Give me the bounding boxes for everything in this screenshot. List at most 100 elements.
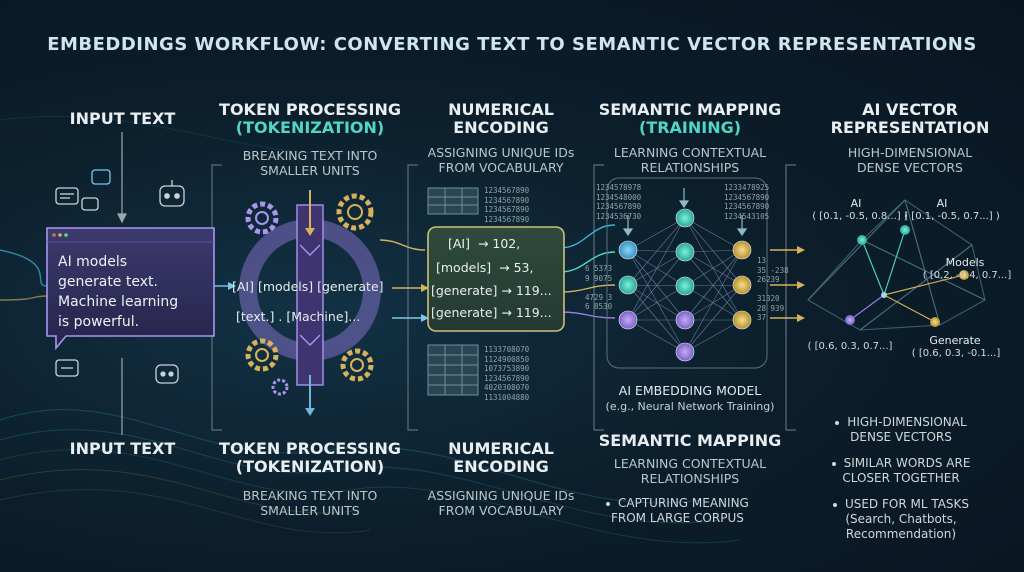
nn-edge [684, 217, 743, 321]
nn-edge [627, 249, 686, 321]
desc-line: ASSIGNING UNIQUE IDs [427, 488, 575, 503]
nn-edge [684, 249, 743, 321]
model-label: AI EMBEDDING MODEL [618, 383, 762, 398]
semantic-heading-top: SEMANTIC MAPPING [598, 100, 782, 119]
bullet-dot [832, 502, 837, 507]
token-label: [models] [436, 260, 492, 275]
semantic-numbers: 13 35 -238 26239 31320 28 939 37 [757, 256, 789, 322]
vector-points [845, 225, 969, 327]
token-line: [AI] [models] [generate] [232, 279, 384, 294]
nn-edge [627, 249, 686, 353]
semantic-heading-bottom: SEMANTIC MAPPING [598, 431, 782, 450]
bullet-text: HIGH-DIMENSIONAL [847, 415, 967, 429]
model-input-arrows [622, 188, 748, 237]
input-text-panel [46, 227, 215, 351]
model-sublabel: (e.g., Neural Network Training) [605, 400, 775, 413]
token-heading-bottom: TOKEN PROCESSING [219, 439, 401, 458]
input-line: is powerful. [58, 314, 140, 330]
vector-point-label: AI [850, 197, 862, 210]
desc-line: BREAKING TEXT INTO [242, 148, 378, 163]
nn-edge [627, 285, 686, 321]
bullet-dot [831, 461, 836, 466]
vocab-table [427, 187, 479, 396]
vector-point-label: AI [936, 197, 948, 210]
token-desc-bottom: BREAKING TEXT INTO SMALLER UNITS [212, 488, 408, 518]
input-heading-bottom: INPUT TEXT [69, 439, 176, 458]
nn-edge [627, 284, 686, 353]
nn-edge [684, 284, 743, 287]
tokenizer-graphic [239, 190, 381, 416]
encoding-row: [generate] → 119... [431, 305, 552, 320]
nn-edge [684, 251, 743, 321]
nn-node [675, 242, 695, 262]
nn-edge [684, 217, 743, 251]
encoding-desc-top: ASSIGNING UNIQUE IDs FROM VOCABULARY [408, 145, 594, 175]
token-heading-top: TOKEN PROCESSING [219, 100, 401, 119]
vector-bullet: USED FOR ML TASKS (Search, Chatbots, Rec… [816, 497, 986, 542]
nn-edge [627, 249, 686, 287]
vector-point-value: ( [0.1, -0.5, 0.7...] ) [904, 211, 1000, 222]
nn-edge [684, 249, 743, 353]
nn-edge [684, 251, 743, 286]
semantic-numbers: 1234578978 1234548000 1234567890 1234536… [596, 183, 642, 221]
bullet-dot [835, 420, 840, 425]
token-id: 102, [492, 236, 521, 251]
token-label: [AI] [448, 236, 470, 251]
nn-edge [684, 249, 743, 253]
encoding-numbers-top: 1234567890 1234567890 1234567890 1234567… [484, 186, 530, 224]
input-text-content: AI models generate text. Machine learnin… [58, 252, 198, 332]
gear-icon [245, 193, 374, 396]
bullet-text: Recommendation) [845, 527, 957, 541]
desc-line: FROM VOCABULARY [438, 503, 564, 518]
semantic-numbers: 6 5373 9 9075 4729 3 6 8530 [585, 264, 613, 311]
neural-nodes [618, 208, 752, 362]
desc-line: ASSIGNING UNIQUE IDs [427, 145, 575, 160]
vector-heading: AI VECTOR [862, 100, 958, 119]
bullet-text: FROM LARGE CORPUS [610, 511, 744, 525]
desc-line: BREAKING TEXT INTO [242, 488, 378, 503]
nn-edge [684, 285, 743, 321]
nn-edge [684, 284, 743, 353]
bullet-text: USED FOR ML TASKS [844, 497, 970, 511]
nn-edge [684, 217, 743, 286]
bullet-text: CLOSER TOGETHER [842, 471, 960, 485]
vector-desc: HIGH-DIMENSIONAL DENSE VECTORS [796, 145, 1024, 175]
nn-node [618, 310, 638, 330]
vector-point-value: ( [0.1, -0.5, 0.8...] ) [812, 211, 908, 222]
nn-edge [684, 319, 743, 353]
nn-edge [627, 217, 686, 251]
vector-space [807, 199, 986, 331]
nn-edge [684, 284, 743, 321]
desc-line: SMALLER UNITS [260, 503, 360, 518]
token-subheading-top: (TOKENIZATION) [235, 118, 385, 137]
nn-edge [627, 319, 686, 353]
nn-edge [627, 249, 686, 253]
encoding-heading-top-2: ENCODING [453, 118, 549, 137]
semantic-desc-top: LEARNING CONTEXTUAL RELATIONSHIPS [594, 145, 786, 175]
chat-icon [55, 169, 111, 377]
nn-edge [627, 251, 686, 321]
bullet-text: SIMILAR WORDS ARE [843, 456, 971, 470]
input-line: Machine learning [58, 294, 179, 310]
input-line: generate text. [58, 274, 158, 290]
nn-node [618, 240, 638, 260]
encoding-row: [generate] → 119... [431, 283, 552, 298]
model-frame [606, 177, 768, 369]
token-id: 119... [515, 283, 552, 298]
token-line: [text.] . [Machine]... [236, 309, 361, 324]
semantic-desc-bottom: LEARNING CONTEXTUAL RELATIONSHIPS [594, 456, 786, 486]
nn-node [675, 342, 695, 362]
semantic-numbers: 1233478925 1234567890 1234567890 1234543… [724, 183, 770, 221]
desc-line: LEARNING CONTEXTUAL [613, 145, 767, 160]
bullet-text: CAPTURING MEANING [618, 496, 749, 510]
vector-point-label: Models [945, 256, 985, 269]
vector-point-value: ( [0.6, 0.3, 0.7...] [807, 341, 893, 352]
vector-point-value: ( [0.2, -0.4, 0.7...] [922, 270, 1012, 281]
encoding-desc-bottom: ASSIGNING UNIQUE IDs FROM VOCABULARY [408, 488, 594, 518]
encoding-row: [models] → 53, [436, 260, 534, 275]
vector-point-label: Generate [929, 334, 981, 347]
encoding-heading-bottom: NUMERICAL [448, 439, 554, 458]
encoding-heading-bottom-2: ENCODING [453, 457, 549, 476]
